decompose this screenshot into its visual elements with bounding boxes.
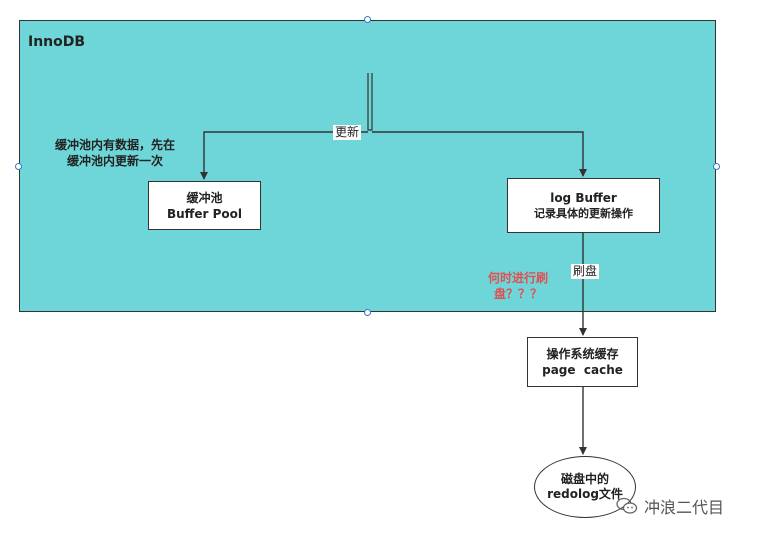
resize-handle-right[interactable] bbox=[713, 163, 720, 170]
resize-handle-top[interactable] bbox=[364, 16, 371, 23]
flush-question-line2: 盘？？？ bbox=[493, 287, 542, 301]
buffer-pool-note-line1: 缓冲池内有数据，先在 bbox=[54, 138, 175, 152]
log-buffer-subtitle: 记录具体的更新操作 bbox=[534, 206, 633, 220]
edge-update-to-buffer-pool bbox=[200, 131, 368, 180]
update-source-stub bbox=[367, 73, 373, 131]
flush-question-line1: 何时进行刷 bbox=[487, 271, 548, 285]
innodb-container[interactable] bbox=[19, 20, 716, 312]
watermark: 冲浪二代目 bbox=[616, 494, 724, 518]
buffer-pool-subtitle: Buffer Pool bbox=[166, 206, 243, 221]
page-cache-node[interactable]: 操作系统缓存 page cache bbox=[527, 337, 638, 387]
wechat-icon bbox=[616, 497, 638, 514]
edge-label-flush: 刷盘 bbox=[571, 264, 600, 279]
innodb-label: InnoDB bbox=[28, 34, 86, 50]
redolog-title: 磁盘中的 bbox=[560, 472, 609, 486]
redolog-file-node[interactable]: 磁盘中的 redolog文件 bbox=[534, 456, 636, 518]
log-buffer-title: log Buffer bbox=[550, 190, 617, 205]
buffer-pool-note-line2: 缓冲池内更新一次 bbox=[66, 154, 163, 168]
watermark-text: 冲浪二代目 bbox=[644, 498, 725, 517]
page-cache-title: 操作系统缓存 bbox=[546, 347, 619, 361]
edge-label-update: 更新 bbox=[333, 125, 362, 140]
page-cache-subtitle: page cache bbox=[542, 363, 623, 377]
log-buffer-node[interactable]: log Buffer 记录具体的更新操作 bbox=[507, 178, 660, 233]
edge-update-to-log-buffer bbox=[372, 131, 587, 177]
resize-handle-bottom[interactable] bbox=[364, 309, 371, 316]
flush-timing-question: 何时进行刷 盘？？？ bbox=[478, 270, 558, 302]
resize-handle-left[interactable] bbox=[15, 163, 22, 170]
buffer-pool-node[interactable]: 缓冲池 Buffer Pool bbox=[148, 181, 261, 230]
redolog-subtitle: redolog文件 bbox=[547, 487, 623, 501]
buffer-pool-note: 缓冲池内有数据，先在 缓冲池内更新一次 bbox=[40, 137, 190, 169]
buffer-pool-title: 缓冲池 bbox=[186, 190, 223, 205]
